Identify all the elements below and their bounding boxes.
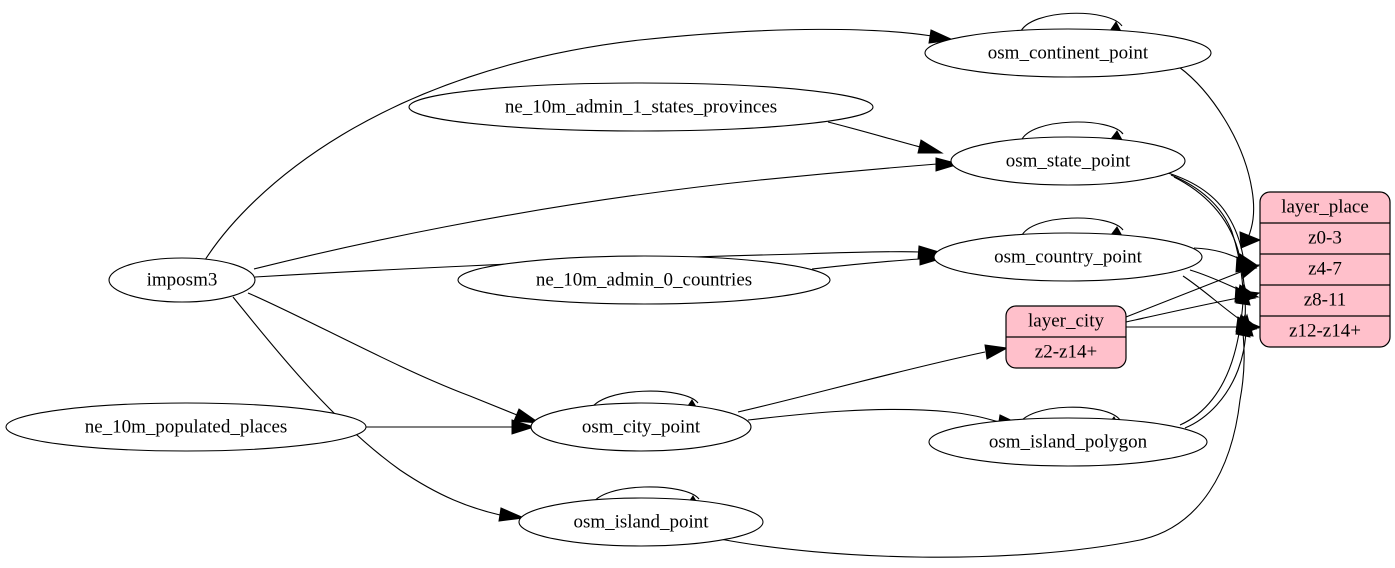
edge-layer-city-to-layer-place-z12-z14 — [1126, 319, 1262, 335]
node-layer: imposm3 ne_10m_admin_1_states_provinces … — [5, 28, 1212, 547]
edge-imposm3-to-osm-city-point — [247, 292, 541, 424]
node-osm-city-point[interactable]: osm_city_point — [530, 402, 752, 452]
node-osm-island-polygon[interactable]: osm_island_polygon — [928, 417, 1208, 467]
table-layer-place[interactable]: layer_place z0-3 z4-7 z8-11 z12-z14+ — [1259, 191, 1391, 348]
table-layer-place-header: layer_place — [1281, 196, 1369, 217]
edge-imposm3-to-osm-island-point — [232, 296, 526, 522]
node-osm-country-point-label: osm_country_point — [994, 246, 1142, 267]
edge-ne-populated-to-osm-city-point — [366, 419, 536, 435]
node-imposm3[interactable]: imposm3 — [108, 257, 256, 303]
edge-imposm3-to-osm-continent-point — [204, 28, 955, 261]
edge-layer-city-to-layer-place-z4-7 — [1125, 264, 1261, 318]
edge-ne-countries-to-osm-country-point — [811, 251, 945, 270]
node-ne-countries-label: ne_10m_admin_0_countries — [536, 269, 752, 290]
edge-imposm3-to-osm-state-point — [253, 157, 961, 270]
node-ne-populated-label: ne_10m_populated_places — [85, 416, 288, 437]
node-osm-island-point[interactable]: osm_island_point — [518, 497, 764, 547]
node-osm-island-point-label: osm_island_point — [573, 511, 709, 532]
table-layer-city-header: layer_city — [1028, 310, 1104, 331]
table-layer-city[interactable]: layer_city z2-z14+ — [1005, 305, 1127, 369]
table-layer-place-row-z4-7[interactable]: z4-7 — [1308, 258, 1342, 279]
node-ne-10m-populated-places[interactable]: ne_10m_populated_places — [5, 402, 367, 452]
edge-osm-city-point-to-layer-city — [737, 344, 1009, 413]
table-layer-place-row-z12-z14[interactable]: z12-z14+ — [1289, 320, 1361, 341]
node-osm-continent-point-label: osm_continent_point — [988, 42, 1149, 63]
table-layer-place-row-z8-11[interactable]: z8-11 — [1304, 289, 1347, 310]
node-osm-state-point-label: osm_state_point — [1006, 150, 1131, 171]
node-ne-10m-admin-1-states-provinces[interactable]: ne_10m_admin_1_states_provinces — [408, 82, 874, 132]
node-imposm3-label: imposm3 — [147, 269, 218, 290]
node-ne-states-label: ne_10m_admin_1_states_provinces — [505, 96, 777, 117]
table-layer-place-row-z0-3[interactable]: z0-3 — [1308, 227, 1342, 248]
table-layer: layer_place z0-3 z4-7 z8-11 z12-z14+ lay… — [1005, 191, 1391, 369]
node-osm-continent-point[interactable]: osm_continent_point — [924, 28, 1212, 78]
node-osm-island-polygon-label: osm_island_polygon — [989, 431, 1148, 452]
edge-layer-city-to-layer-place-z8-11 — [1125, 290, 1261, 323]
edge-osm-country-point-to-layer-place-z4-7 — [1193, 247, 1260, 268]
node-osm-country-point[interactable]: osm_country_point — [933, 232, 1203, 282]
edge-osm-continent-point-to-layer-place-z0-3 — [1178, 66, 1262, 249]
node-osm-state-point[interactable]: osm_state_point — [950, 136, 1186, 186]
node-ne-10m-admin-0-countries[interactable]: ne_10m_admin_0_countries — [457, 255, 831, 305]
table-layer-city-row-z2-z14[interactable]: z2-z14+ — [1035, 341, 1097, 362]
edge-ne-states-to-osm-state-point — [827, 121, 944, 154]
node-osm-city-point-label: osm_city_point — [582, 416, 701, 437]
